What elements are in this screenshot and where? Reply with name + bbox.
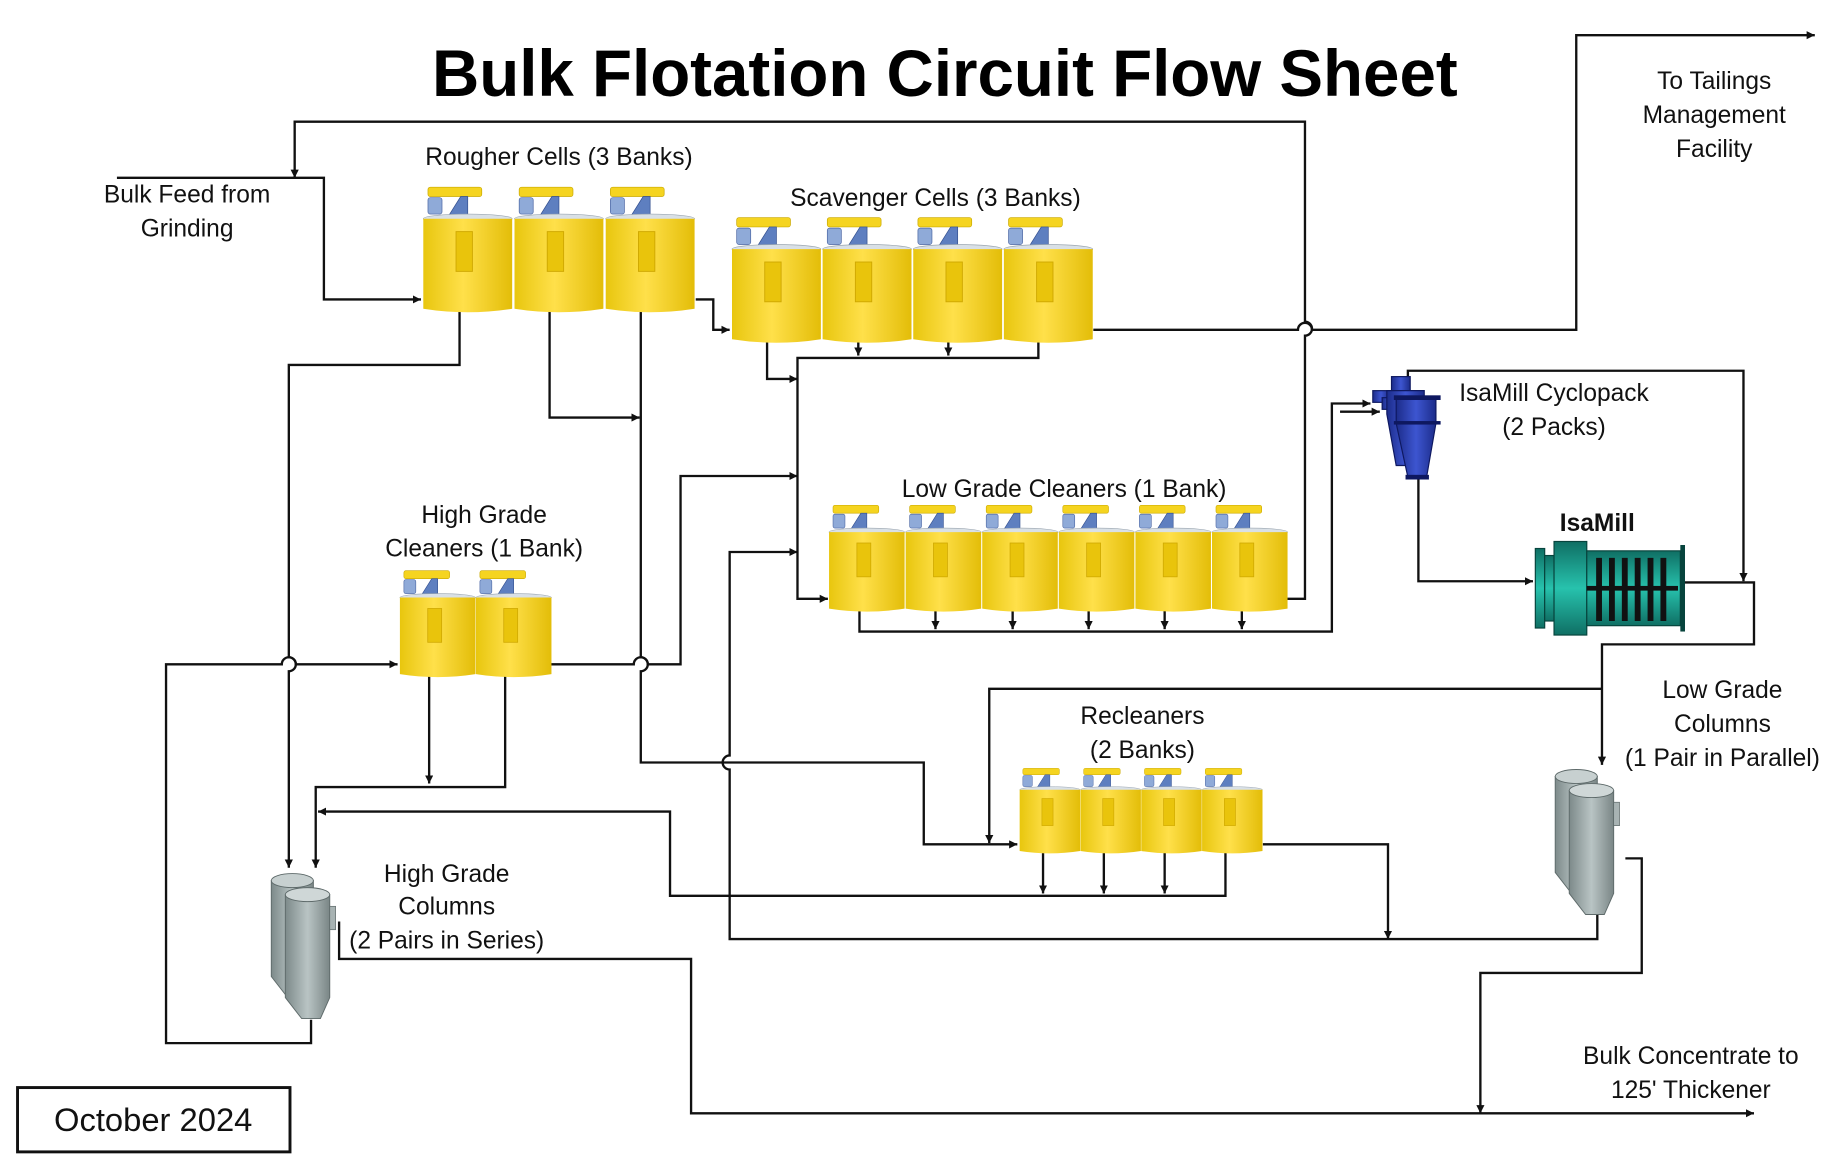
flow-hgcol-tail-to-hg-cleaners [164, 656, 398, 1045]
flow-hg-tail-to-lg [549, 471, 798, 666]
cyclopack-label-line2: (2 Packs) [1502, 414, 1606, 441]
tailings-label-line2: Management [1643, 102, 1786, 129]
scavenger-cell [822, 217, 913, 344]
cyclopack-label-line1: IsaMill Cyclopack [1459, 380, 1649, 407]
isamill-cyclopack [1372, 376, 1441, 480]
scavenger-cell [912, 217, 1003, 344]
tailings-label-line1: To Tailings [1657, 68, 1771, 95]
lg-cleaner-cell [1134, 504, 1212, 613]
flow-recleaner-tail [1262, 843, 1393, 940]
recleaner-cell [1080, 767, 1142, 854]
flow-lgcol-conc [1476, 857, 1643, 1114]
recleaner-cells [1019, 767, 1263, 854]
rougher-cell [513, 186, 604, 313]
rougher-cell [422, 186, 513, 313]
page-title: Bulk Flotation Circuit Flow Sheet [432, 37, 1458, 110]
recleaner-cell [1019, 767, 1081, 854]
hg-columns-label-line1: High Grade [384, 861, 510, 888]
hg-cleaner-cell [475, 570, 552, 678]
recleaners-label-line2: (2 Banks) [1090, 737, 1195, 764]
flow-final-concentrate [337, 921, 1754, 1118]
hg-columns [270, 872, 337, 1020]
hg-cleaners-label-line2: Cleaners (1 Bank) [385, 536, 583, 563]
flow-lg-conc-to-cyclopack [858, 399, 1371, 633]
lg-columns-label-line1: Low Grade [1662, 677, 1782, 704]
isamill [1534, 540, 1686, 636]
recleaner-cell [1140, 767, 1203, 854]
lg-cleaner-cells [828, 504, 1289, 613]
rougher-label: Rougher Cells (3 Banks) [425, 144, 692, 171]
feed-label-line1: Bulk Feed from [104, 181, 270, 208]
scavenger-label: Scavenger Cells (3 Banks) [790, 185, 1081, 212]
flow-isamill-to-lg-columns [1597, 581, 1756, 765]
flow-cyclopack-overflow [1406, 369, 1748, 582]
flow-tailings [1093, 31, 1815, 332]
hg-cleaner-cells [399, 570, 552, 678]
date-label: October 2024 [54, 1101, 252, 1138]
lg-cleaner-cell [1211, 504, 1289, 613]
lg-columns [1554, 768, 1621, 916]
flow-to-recleaners [985, 687, 1602, 844]
flow-cyclopack-to-isamill [1417, 479, 1533, 586]
hg-columns-label-line2: Columns [398, 894, 495, 921]
flow-lines [116, 31, 1815, 1118]
lg-cleaners-label: Low Grade Cleaners (1 Bank) [902, 476, 1227, 503]
flow-lgcol-tail-to-lg-cleaners [721, 547, 1599, 941]
recleaner-cell [1201, 767, 1263, 854]
scavenger-cells [731, 217, 1094, 344]
rougher-cells [422, 186, 696, 313]
flow-recleaner-to-hg-columns [318, 807, 1227, 897]
hg-cleaner-cell [399, 570, 476, 678]
flow-rougher2-conc [548, 274, 640, 422]
hg-columns-label-line3: (2 Pairs in Series) [349, 927, 544, 954]
tailings-label-line3: Facility [1676, 136, 1753, 163]
isamill-label: IsaMill [1560, 510, 1635, 537]
flow-hg-cleaner-conc-2 [311, 637, 507, 868]
scavenger-cell [1003, 217, 1094, 344]
concentrate-label-line1: Bulk Concentrate to [1583, 1043, 1799, 1070]
rougher-cell [605, 186, 696, 313]
date-box [16, 1086, 292, 1154]
scavenger-cell [731, 217, 822, 344]
lg-columns-label-line3: (1 Pair in Parallel) [1625, 745, 1820, 772]
lg-cleaner-cell [1058, 504, 1135, 613]
flow-rougher-to-scavenger [695, 298, 730, 334]
concentrate-label-line2: 125' Thickener [1611, 1077, 1771, 1104]
flow-feed [116, 176, 421, 304]
feed-label-line2: Grinding [141, 215, 234, 242]
lg-cleaner-cell [905, 504, 982, 613]
lg-cleaner-cell [828, 504, 906, 613]
lg-cleaner-cell [981, 504, 1059, 613]
lg-columns-label-line2: Columns [1674, 711, 1771, 738]
recleaners-label-line1: Recleaners [1080, 703, 1204, 730]
hg-cleaners-label-line1: High Grade [421, 502, 547, 529]
